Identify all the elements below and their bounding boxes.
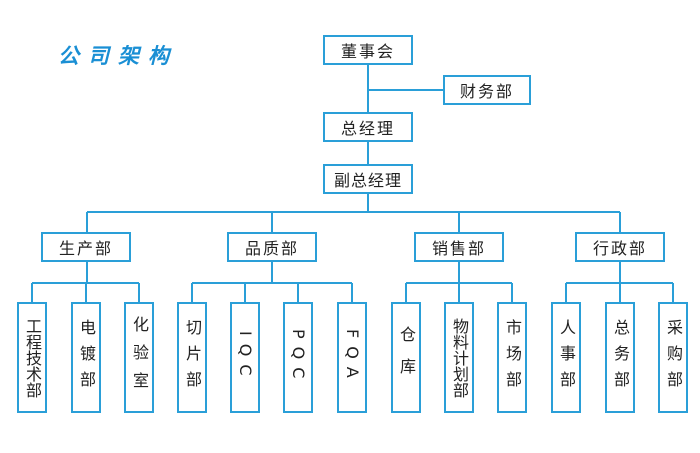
node-label: 物料计划部 [450, 317, 469, 398]
node-label: 切片部 [183, 318, 202, 397]
node-label: 化验室 [130, 315, 149, 400]
node-unit-fqa: FQA [337, 302, 367, 413]
node-label: 生产部 [58, 239, 113, 258]
node-unit-pqc: PQC [283, 302, 313, 413]
node-label: 行政部 [592, 239, 647, 258]
node-label: 副总经理 [333, 171, 402, 190]
node-general-manager: 总经理 [323, 112, 413, 142]
node-unit-engineering: 工程技术部 [17, 302, 47, 413]
node-unit-material-planning: 物料计划部 [444, 302, 474, 413]
node-unit-lab: 化验室 [124, 302, 154, 413]
node-label: 销售部 [431, 239, 486, 258]
node-vice-general-manager: 副总经理 [323, 164, 413, 194]
node-label: 人事部 [557, 318, 576, 397]
node-label: 财务部 [459, 82, 514, 101]
node-label: 市场部 [503, 318, 522, 397]
node-unit-marketing: 市场部 [497, 302, 527, 413]
node-unit-warehouse: 仓库 [391, 302, 421, 413]
node-label: 总经理 [340, 119, 395, 138]
node-label: 仓库 [397, 325, 416, 390]
node-unit-plating: 电镀部 [71, 302, 101, 413]
node-finance: 财务部 [443, 75, 531, 105]
node-label: 工程技术部 [23, 317, 42, 398]
node-dept-sales: 销售部 [414, 232, 504, 262]
node-dept-admin: 行政部 [575, 232, 665, 262]
node-label: FQA [343, 329, 362, 386]
node-unit-general-affairs: 总务部 [605, 302, 635, 413]
node-label: PQC [289, 328, 308, 387]
node-label: 董事会 [340, 42, 395, 61]
chart-title: 公司架构 [58, 43, 178, 68]
node-label: 电镀部 [77, 318, 96, 397]
node-label: 总务部 [611, 318, 630, 397]
node-dept-production: 生产部 [41, 232, 131, 262]
node-unit-slicing: 切片部 [177, 302, 207, 413]
node-label: 品质部 [244, 239, 299, 258]
node-label: 采购部 [664, 318, 683, 397]
node-unit-iqc: IQC [230, 302, 260, 413]
node-label: IQC [236, 331, 255, 384]
node-dept-quality: 品质部 [227, 232, 317, 262]
node-board: 董事会 [323, 35, 413, 65]
node-unit-purchasing: 采购部 [658, 302, 688, 413]
node-unit-hr: 人事部 [551, 302, 581, 413]
